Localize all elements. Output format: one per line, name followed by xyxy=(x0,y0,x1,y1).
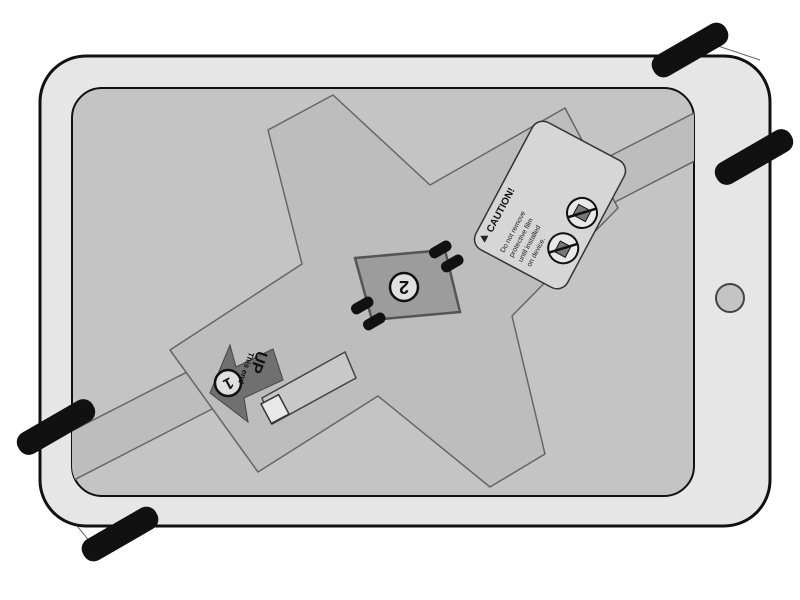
caution-label-box xyxy=(473,120,627,290)
no-bend-icon xyxy=(566,196,599,229)
step-2-badge xyxy=(388,271,420,303)
tab-clip-1 xyxy=(428,240,452,259)
step-2-tab[interactable]: 2 xyxy=(349,239,465,333)
no-peel-icon xyxy=(547,232,580,265)
tab-clip-2 xyxy=(440,254,464,273)
caution-label: CAUTION! Do not remove protective film u… xyxy=(473,120,627,290)
step-1-title: UP xyxy=(246,349,270,376)
corner-clip-top-right-2 xyxy=(714,129,794,185)
step-1-badge xyxy=(213,368,243,398)
step-2-number: 2 xyxy=(399,277,409,297)
corner-clip-bottom-left-2 xyxy=(81,506,159,562)
corner-clip-bottom-left-1 xyxy=(16,399,96,455)
step-1-area: 1 UP This end xyxy=(209,343,357,426)
tab-clip-4 xyxy=(362,312,386,331)
step-1-checkbox[interactable] xyxy=(259,393,291,425)
home-button[interactable] xyxy=(715,283,745,313)
tab-clip-3 xyxy=(350,296,374,315)
warning-triangle-icon xyxy=(480,235,489,243)
up-arrow xyxy=(209,343,284,424)
corner-clip-top-right-1 xyxy=(651,22,729,78)
